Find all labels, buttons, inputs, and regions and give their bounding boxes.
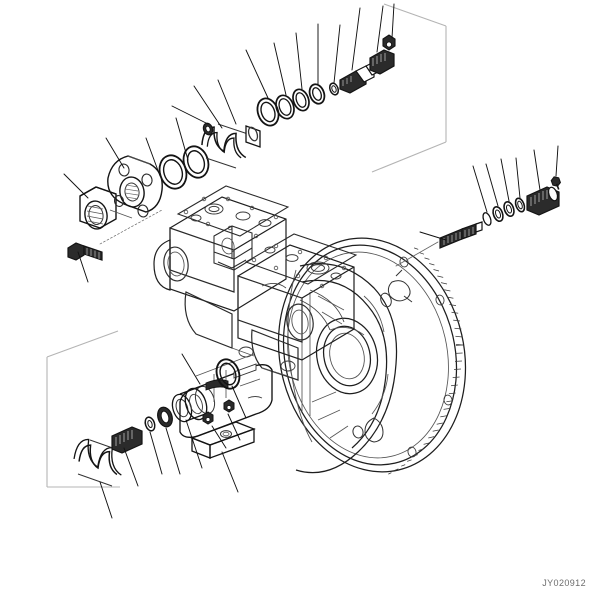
- part-threaded-plug-lower: [111, 426, 143, 454]
- part-mounting-flange-plate: [107, 155, 163, 219]
- part-o-ring-ud-d: [308, 83, 326, 105]
- flywheel-housing: [277, 237, 467, 475]
- part-o-ring-ul-1: [158, 154, 188, 190]
- part-spacer-ring-right: [482, 212, 492, 226]
- part-hex-nut-collar: [79, 186, 117, 230]
- zone-bracket-upper-right: [371, 3, 447, 173]
- part-hex-plug-ud: [382, 34, 396, 51]
- part-seal-washer-ud: [202, 122, 214, 136]
- part-retainer-ring-lower: [157, 406, 173, 428]
- part-set-screw-right: [550, 176, 562, 190]
- part-threaded-sleeve-ud: [369, 49, 395, 75]
- zone-bracket-lower-left: [46, 330, 120, 488]
- part-valve-stem-right: [439, 221, 483, 249]
- part-o-ring-r-b: [503, 200, 515, 218]
- part-threaded-sleeve-right: [526, 186, 560, 216]
- hydraulic-pump-body: [153, 185, 358, 381]
- part-o-ring-r-c: [514, 197, 526, 213]
- part-socket-screw-a: [223, 399, 235, 413]
- part-o-ring-ud-b: [275, 94, 295, 120]
- part-o-ring-ud-small: [328, 82, 340, 96]
- ring-gear-teeth: [388, 247, 464, 475]
- drawing-id-label: JY020912: [542, 578, 586, 588]
- part-socket-screw-b: [202, 411, 214, 425]
- part-washer-small-lower: [144, 416, 156, 432]
- part-mounting-block: [190, 421, 256, 459]
- part-valve-spool-body: [179, 353, 273, 438]
- part-o-ring-r-a: [492, 205, 504, 223]
- part-hex-head-bolt: [67, 242, 103, 261]
- leader-lines: [63, 3, 559, 519]
- part-o-ring-ud-c: [292, 88, 310, 112]
